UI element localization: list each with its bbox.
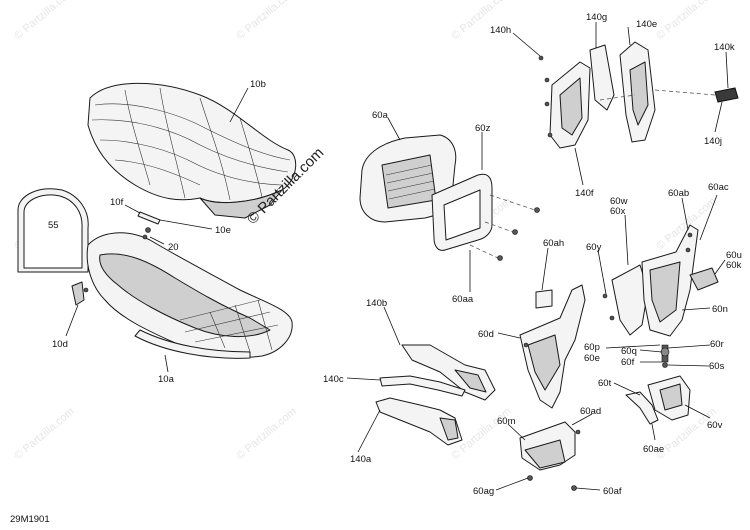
part-label: 60q [621, 346, 637, 357]
part-label: 140a [350, 454, 372, 465]
part-label: 60ag [473, 486, 494, 497]
part-label: 10b [250, 79, 266, 90]
part-label: 10f [110, 197, 124, 208]
seat-cushion-part [87, 82, 297, 219]
part-label: 60ae [643, 444, 664, 455]
part-label: 60ad [580, 406, 601, 417]
diagram-code: 29M1901 [10, 514, 50, 525]
part-label: 55 [48, 220, 59, 231]
hinge-assembly-part [602, 224, 719, 368]
part-label: 60v [707, 420, 723, 431]
part-label: 60d [478, 329, 494, 340]
part-label: 60y [586, 242, 602, 253]
part-label: 10e [215, 225, 231, 236]
part-label: 60af [603, 486, 622, 497]
label-tag-part [535, 289, 553, 309]
part-label: 60z [475, 123, 491, 134]
part-label: 60ah [543, 238, 564, 249]
part-label: 10d [52, 339, 68, 350]
backrest-screws [469, 194, 540, 261]
part-label: 60m [497, 416, 516, 427]
part-labels: 10b 10f 55 10e 20 10d 10a 60a 60z 60aa 6… [48, 12, 742, 497]
part-label: 10a [158, 374, 175, 385]
watermark-tile: © Partzilla.com [12, 405, 76, 462]
footrest-assembly-part [375, 344, 496, 446]
part-label: 60p [584, 342, 600, 353]
part-label: 60t [598, 378, 612, 389]
leader-lines-right [346, 22, 729, 491]
part-label: 60u [726, 250, 742, 261]
part-label: 140h [490, 25, 511, 36]
part-label: 60f [621, 357, 635, 368]
watermark-tile: © Partzilla.com [234, 405, 298, 462]
watermark-tile: © Partzilla.com [654, 0, 718, 42]
latch-part [625, 375, 691, 425]
part-label: 60a [372, 110, 389, 121]
part-label: 60ac [708, 182, 729, 193]
part-label: 60s [709, 361, 725, 372]
watermark-tile: © Partzilla.com [234, 0, 298, 42]
part-label: 140c [323, 374, 344, 385]
seat-base-part [86, 232, 293, 359]
part-label: 60k [726, 260, 742, 271]
part-label: 140f [575, 188, 594, 199]
clamp-bracket-part [519, 421, 581, 491]
seat-panel-part [17, 188, 89, 273]
part-label: 60e [584, 353, 600, 364]
grab-handle-assembly-part [538, 41, 739, 149]
part-label: 140g [586, 12, 607, 23]
part-label: 140e [636, 19, 657, 30]
part-label: 60aa [452, 294, 474, 305]
part-label: 140b [366, 298, 387, 309]
part-label: 140j [704, 136, 722, 147]
part-label: 140k [714, 42, 735, 53]
part-label: 60x [610, 206, 626, 217]
part-label: 60w [610, 196, 628, 207]
seat-hardware-parts [71, 211, 161, 306]
part-label: 20 [168, 242, 179, 253]
part-label: 60n [712, 304, 728, 315]
watermark-pattern: © Partzilla.com © Partzilla.com © Partzi… [12, 0, 718, 462]
leader-lines-left [65, 87, 249, 373]
side-bracket-part [519, 284, 586, 409]
watermark-tile: © Partzilla.com [12, 0, 76, 42]
part-label: 60ab [668, 188, 689, 199]
part-label: 60r [710, 339, 724, 350]
backrest-frame-part [431, 173, 493, 251]
